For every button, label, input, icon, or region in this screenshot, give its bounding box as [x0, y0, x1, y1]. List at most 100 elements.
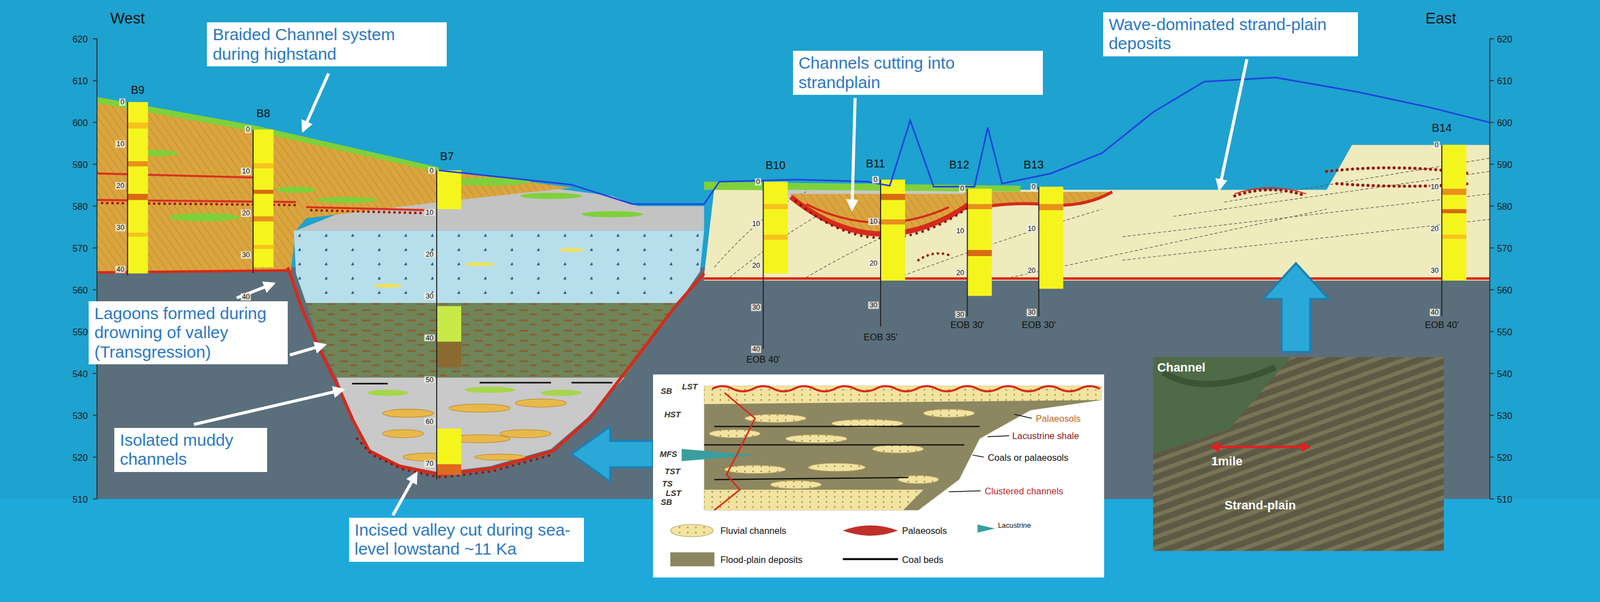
axis-value: 540	[1496, 368, 1512, 378]
axis-value: 590	[1496, 159, 1512, 169]
depth-tick: 10	[751, 219, 762, 227]
axis-value: 610	[72, 75, 88, 85]
depth-tick: 10	[424, 208, 435, 216]
sequence-label: SB	[660, 498, 673, 507]
topography-line	[438, 77, 1491, 205]
depth-tick: 10	[1429, 182, 1440, 191]
axis-value: 590	[72, 159, 88, 169]
sequence-label: TST	[664, 467, 681, 476]
callout-box: Incised valley cut during sea-level lows…	[349, 517, 584, 562]
depth-tick: 10	[868, 218, 879, 226]
axis-value: 580	[1496, 201, 1512, 211]
depth-tick: 0	[1030, 182, 1037, 191]
depth-tick: 0	[755, 177, 762, 186]
facies-note: Palaeosols	[1035, 413, 1081, 423]
depth-tick: 10	[955, 226, 966, 235]
depth-tick: 40	[1429, 308, 1440, 316]
callout-text: Braided Channel system during highstand	[212, 25, 442, 64]
axis-value: 600	[72, 117, 88, 127]
depth-tick: 0	[872, 176, 879, 184]
depth-tick: 50	[424, 375, 435, 384]
borehole-name: B11	[866, 157, 886, 169]
photo-label: 1mile	[1211, 455, 1243, 468]
depth-tick: 10	[115, 140, 126, 148]
axis-value: 550	[1496, 326, 1512, 336]
axis-value: 620	[1496, 34, 1512, 43]
axis-value: 560	[1496, 284, 1512, 294]
axis-value: 570	[1496, 243, 1512, 253]
depth-tick: 40	[240, 293, 251, 301]
depth-tick: 10	[240, 167, 251, 176]
sequence-label: SB	[660, 386, 673, 395]
axis-value: 620	[72, 34, 88, 43]
callout-text: Channels cutting into strandplain	[798, 53, 1038, 93]
depth-tick: 30	[1026, 308, 1037, 316]
axis-value: 540	[72, 368, 88, 378]
sequence-inset	[653, 374, 1105, 578]
borehole-name: B12	[949, 158, 970, 171]
depth-tick: 30	[424, 292, 435, 300]
facies-note: Clustered channels	[984, 486, 1064, 496]
end-of-borehole: EOB 35'	[863, 332, 898, 342]
axis-value: 600	[1496, 117, 1512, 127]
compass-label: West	[110, 10, 145, 26]
callout-box: Braided Channel system during highstand	[206, 22, 447, 67]
photo-label: Strand-plain	[1224, 499, 1297, 512]
depth-tick: 20	[424, 250, 435, 258]
axis-value: 530	[1496, 410, 1512, 420]
depth-tick: 20	[240, 209, 251, 217]
compass-label: East	[1425, 10, 1457, 26]
depth-tick: 30	[751, 303, 762, 311]
depth-tick: 0	[119, 98, 126, 106]
legend-text: Flood-plain deposits	[720, 554, 803, 564]
photo-inset	[1153, 356, 1444, 551]
depth-tick: 20	[955, 268, 966, 277]
axis-value: 570	[72, 243, 88, 253]
depth-tick: 20	[751, 261, 762, 269]
end-of-borehole: EOB 30'	[950, 320, 985, 330]
strandplain	[704, 144, 1491, 281]
callout-text: Isolated muddy channels	[119, 430, 262, 470]
depth-tick: 30	[955, 310, 966, 318]
depth-tick: 30	[868, 301, 879, 309]
borehole-name: B13	[1023, 158, 1044, 171]
callout-box: Lagoons formed during drowning of valley…	[88, 301, 288, 365]
depth-tick: 20	[1429, 224, 1440, 232]
borehole-name: B8	[256, 107, 271, 119]
axis-value: 530	[72, 410, 88, 420]
facies-note: Lacustrine shale	[1012, 431, 1080, 441]
depth-tick: 60	[424, 417, 435, 425]
axis-value: 520	[72, 452, 88, 462]
end-of-borehole: EOB 40'	[746, 354, 781, 364]
callout-text: Lagoons formed during drowning of valley…	[94, 303, 283, 362]
depth-tick: 20	[1026, 266, 1037, 274]
callout-box: Channels cutting into strandplain	[793, 50, 1043, 95]
axis-value: 510	[72, 494, 88, 504]
borehole-name: B7	[440, 150, 454, 162]
axis-value: 550	[72, 326, 88, 336]
photo-label: Channel	[1157, 361, 1206, 374]
depth-tick: 0	[428, 166, 435, 174]
callout-box: Wave-dominated strand-plain deposits	[1103, 12, 1358, 57]
legend-text: Lacustrine	[997, 521, 1031, 530]
depth-tick: 40	[751, 345, 762, 353]
depth-tick: 0	[1433, 141, 1440, 149]
callout-text: Wave-dominated strand-plain deposits	[1108, 15, 1353, 54]
depth-tick: 30	[1429, 266, 1440, 274]
callout-box: Isolated muddy channels	[114, 427, 268, 472]
callout-text: Incised valley cut during sea-level lows…	[354, 520, 579, 559]
facies-note: Coals or palaeosols	[987, 452, 1069, 462]
sequence-label: MFS	[659, 450, 678, 459]
depth-tick: 10	[1026, 224, 1037, 232]
borehole-name: B14	[1432, 122, 1453, 134]
depth-tick: 20	[868, 259, 879, 268]
legend-text: Fluvial channels	[720, 525, 787, 535]
sequence-label: LST	[682, 382, 698, 391]
legend-swatch	[670, 552, 715, 567]
depth-tick: 0	[244, 126, 251, 134]
depth-tick: 70	[424, 459, 435, 467]
axis-value: 610	[1496, 75, 1512, 85]
depth-tick: 20	[115, 182, 126, 190]
